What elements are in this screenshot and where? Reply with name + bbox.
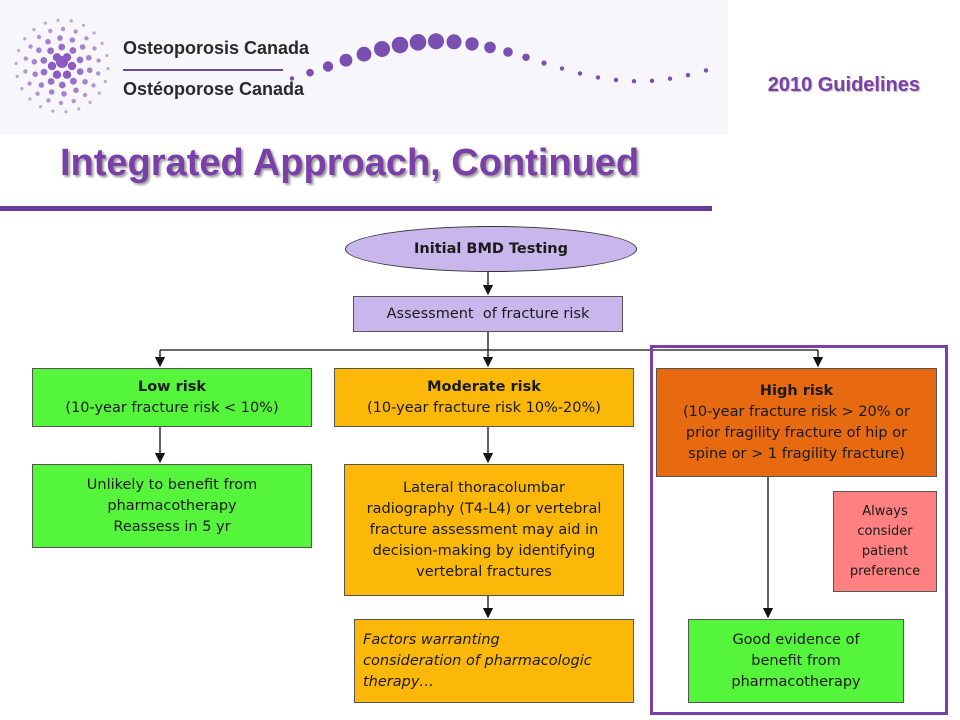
moderate-risk-detail: (10-year fracture risk 10%-20%) [367,399,601,416]
preference-line: Always [862,503,908,519]
moderate-risk-title: Moderate risk [427,378,541,395]
moderate-outcome-line: Lateral thoracolumbar [403,479,565,496]
high-risk-detail-line: spine or > 1 fragility fracture) [688,445,905,462]
high-risk-detail-line: (10-year fracture risk > 20% or [683,403,910,420]
node-low-risk: Low risk (10-year fracture risk < 10%) [32,368,312,427]
high-risk-highlight-frame [650,345,948,715]
node-initial-bmd-testing: Initial BMD Testing [345,226,637,272]
high-outcome-line: pharmacotherapy [731,673,861,690]
node-factors-warranting: Factors warranting consideration of phar… [354,619,634,703]
high-risk-detail-line: prior fragility fracture of hip or [685,424,908,441]
node-low-risk-outcome: Unlikely to benefit from pharmacotherapy… [32,464,312,548]
logo-banner: Osteoporosis Canada Ostéoporose Canada [0,0,728,135]
low-risk-detail: (10-year fracture risk < 10%) [65,399,279,416]
moderate-outcome-line: radiography (T4-L4) or vertebral [366,500,602,517]
low-outcome-line: Unlikely to benefit from [86,476,258,493]
node-assessment: Assessment of fracture risk [353,296,623,332]
node-patient-preference: Always consider patient preference [833,491,937,592]
factors-line: Factors warranting [363,631,500,648]
org-name-french: Ostéoporose Canada [123,79,305,99]
page-title: Integrated Approach, Continued [60,142,640,184]
preference-line: consider [857,523,913,539]
node-initial-bmd-testing-label: Initial BMD Testing [414,240,568,257]
factors-line: therapy… [363,673,434,690]
preference-line: preference [849,563,921,579]
guidelines-label: 2010 Guidelines [767,74,920,96]
org-name-divider [123,69,283,71]
high-risk-title: High risk [759,382,834,399]
low-outcome-line: pharmacotherapy [107,497,237,514]
node-high-risk-outcome: Good evidence of benefit from pharmacoth… [688,619,904,703]
node-high-risk: High risk (10-year fracture risk > 20% o… [656,368,937,477]
moderate-outcome-line: decision-making by identifying [372,542,596,559]
node-moderate-risk-outcome: Lateral thoracolumbar radiography (T4-L4… [344,464,624,596]
osteoporosis-canada-logo-mark [14,18,709,114]
low-risk-title: Low risk [137,378,207,395]
moderate-outcome-line: fracture assessment may aid in [369,521,599,538]
node-moderate-risk: Moderate risk (10-year fracture risk 10%… [334,368,634,427]
title-underline [0,206,712,211]
preference-line: patient [861,543,909,559]
high-outcome-line: Good evidence of [732,631,860,648]
node-assessment-label: Assessment of fracture risk [386,305,590,322]
low-outcome-line: Reassess in 5 yr [113,518,231,535]
high-outcome-line: benefit from [751,652,841,669]
factors-line: consideration of pharmacologic [363,652,592,669]
moderate-outcome-line: vertebral fractures [416,563,552,580]
org-name-english: Osteoporosis Canada [123,38,310,58]
